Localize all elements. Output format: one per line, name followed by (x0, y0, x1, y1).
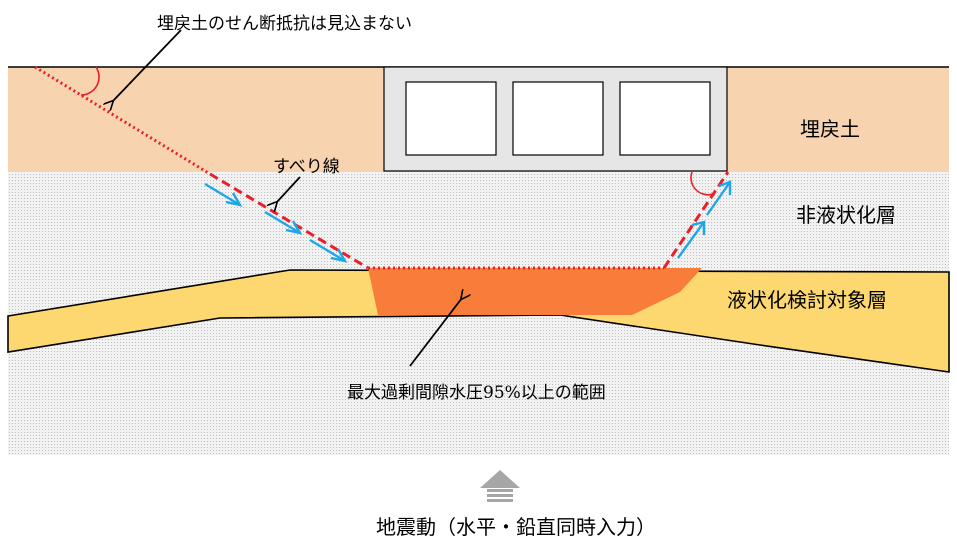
non-liquefiable-layer-label: 非液状化層 (796, 203, 896, 227)
angle-arc-right (690, 171, 714, 196)
pore-pressure-zone-label: 最大過剰間隙水圧95%以上の範囲 (347, 383, 606, 403)
angle-arc-left (80, 66, 100, 96)
pore-pressure-zone (368, 268, 702, 315)
liquefaction-layer-label: 液状化検討対象層 (727, 288, 887, 312)
zone-arrow (409, 298, 462, 367)
flow-arrows (204, 180, 732, 263)
backfill-note-label: 埋戻土のせん断抵抗は見込まない (157, 14, 412, 34)
note-arrow (112, 29, 182, 102)
slip-line (34, 65, 730, 270)
slip-line-label: すべり線 (273, 157, 340, 177)
slip-line-arrow (276, 176, 301, 203)
backfill-layer-label: 埋戻土 (800, 117, 860, 141)
up-arrow-icon (480, 470, 520, 502)
seismic-motion-label: 地震動（水平・鉛直同時入力） (376, 515, 656, 539)
box-culvert (383, 66, 728, 172)
